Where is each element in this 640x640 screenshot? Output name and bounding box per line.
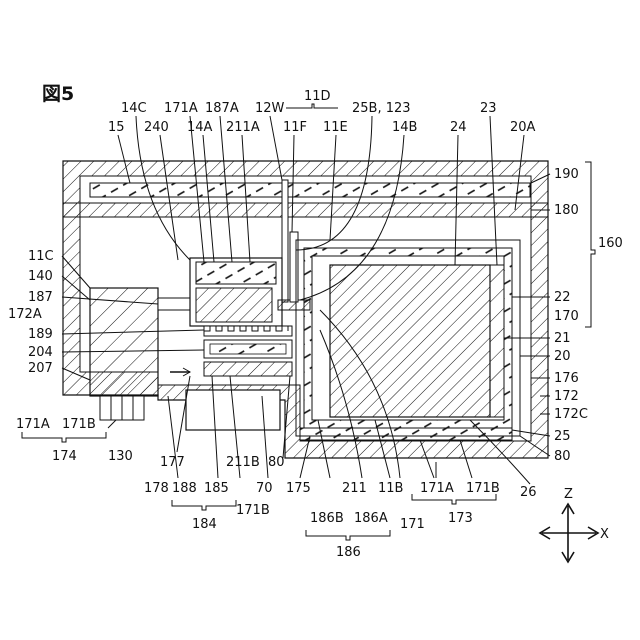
label-211b: 211B	[226, 455, 260, 470]
label-178: 178	[144, 481, 169, 496]
label-175: 175	[286, 481, 311, 496]
label-211a: 211A	[226, 120, 260, 135]
label-170: 170	[554, 309, 579, 324]
wall-12w	[282, 180, 288, 302]
label-188: 188	[172, 481, 197, 496]
terminal-130	[100, 396, 144, 420]
label-172c: 172C	[554, 407, 588, 422]
label-180: 180	[554, 203, 579, 218]
label-172a: 172A	[8, 307, 42, 322]
label-190: 190	[554, 167, 579, 182]
label-12w: 12W	[255, 101, 285, 116]
label-177: 177	[160, 455, 185, 470]
label-24: 24	[450, 120, 467, 135]
cell-24	[330, 265, 504, 417]
figure-title: 図5	[42, 83, 74, 105]
label-23: 23	[480, 101, 497, 116]
label-80-bottom: 80	[268, 455, 285, 470]
label-184: 184	[192, 517, 217, 532]
label-14b: 14B	[392, 120, 417, 135]
label-204: 204	[28, 345, 53, 360]
label-174: 174	[52, 449, 77, 464]
label-171b-bottom: 171B	[236, 503, 270, 518]
label-11d: 11D	[304, 89, 331, 104]
label-22: 22	[554, 290, 571, 305]
axis-indicator: Z X	[540, 487, 609, 562]
label-211: 211	[342, 481, 367, 496]
label-186b: 186B	[310, 511, 344, 526]
label-11b: 11B	[378, 481, 403, 496]
label-173: 173	[448, 511, 473, 526]
label-25: 25	[554, 429, 571, 444]
label-26: 26	[520, 485, 537, 500]
label-11f: 11F	[283, 120, 307, 135]
element-204	[204, 340, 292, 358]
comb-189	[204, 326, 292, 336]
label-130: 130	[108, 449, 133, 464]
label-21: 21	[554, 331, 571, 346]
label-171: 171	[400, 517, 425, 532]
label-171a-right: 171A	[420, 481, 454, 496]
label-189: 189	[28, 327, 53, 342]
label-186a: 186A	[354, 511, 388, 526]
label-15: 15	[108, 120, 125, 135]
label-140: 140	[28, 269, 53, 284]
label-160: 160	[598, 236, 623, 251]
label-20: 20	[554, 349, 571, 364]
label-25b-123: 25B, 123	[352, 101, 411, 116]
label-185: 185	[204, 481, 229, 496]
label-187a: 187A	[205, 101, 239, 116]
label-207: 207	[28, 361, 53, 376]
label-171a-left: 171A	[16, 417, 50, 432]
module-14a	[190, 258, 282, 326]
label-20a: 20A	[510, 120, 536, 135]
label-187: 187	[28, 290, 53, 305]
label-80-right: 80	[554, 449, 571, 464]
label-11c: 11C	[28, 249, 54, 264]
label-240: 240	[144, 120, 169, 135]
label-171b-left: 171B	[62, 417, 96, 432]
label-172: 172	[554, 389, 579, 404]
label-171b-right: 171B	[466, 481, 500, 496]
label-186: 186	[336, 545, 361, 560]
label-11e: 11E	[323, 120, 348, 135]
label-14a: 14A	[187, 120, 213, 135]
label-70: 70	[256, 481, 273, 496]
label-171a-top: 171A	[164, 101, 198, 116]
axis-x-label: X	[600, 527, 609, 542]
connector-187	[158, 298, 192, 310]
battery-140	[90, 288, 158, 396]
label-14c: 14C	[121, 101, 147, 116]
axis-z-label: Z	[564, 487, 573, 502]
label-176: 176	[554, 371, 579, 386]
